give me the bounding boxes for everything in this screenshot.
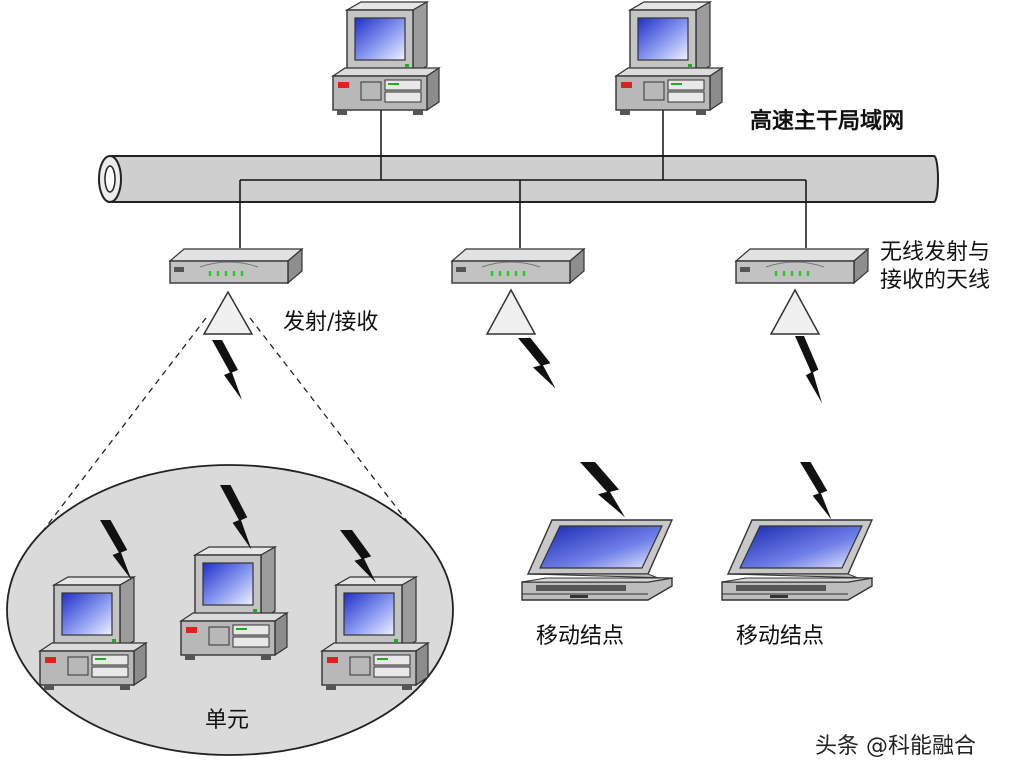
cell-computer-1: [39, 576, 147, 691]
backbone-pipe: [98, 155, 939, 203]
antenna-label-line1: 无线发射与: [880, 240, 991, 265]
antenna-1: [202, 290, 254, 335]
watermark: 头条 @科能融合: [815, 734, 976, 759]
antenna-3: [769, 288, 821, 335]
antenna-label-line2: 接收的天线: [880, 268, 991, 293]
mobile-node-laptop-2: [721, 519, 873, 601]
signal-icon: [518, 338, 556, 389]
coverage-lines: [35, 317, 421, 541]
signal-icon: [580, 462, 625, 518]
cell-computer-3: [321, 576, 429, 691]
signal-icon: [795, 336, 822, 404]
backbone-computer-1: [332, 1, 440, 116]
mobile-node-laptop-1: [521, 519, 673, 601]
mobile-node-label-1: 移动结点: [536, 624, 625, 649]
tx-rx-label: 发射/接收: [283, 310, 379, 335]
signal-icon: [800, 462, 832, 520]
access-point-2: [450, 247, 586, 285]
backbone-label: 高速主干局域网: [750, 108, 905, 134]
cell-label: 单元: [205, 708, 250, 733]
access-point-1: [168, 247, 304, 285]
cell-computer-2: [180, 546, 288, 661]
network-cables: [239, 110, 807, 248]
signal-icon: [212, 340, 242, 400]
access-point-3: [734, 247, 870, 285]
mobile-node-label-2: 移动结点: [736, 624, 825, 649]
backbone-computer-2: [615, 1, 723, 116]
antenna-2: [485, 288, 537, 335]
